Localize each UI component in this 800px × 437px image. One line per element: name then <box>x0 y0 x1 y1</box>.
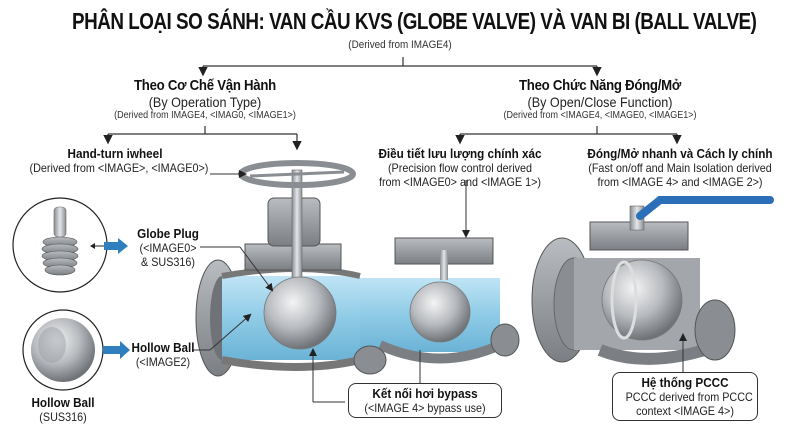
globe-valve-illustration <box>195 160 361 377</box>
node-handwheel-title: Hand-turn iwheel <box>67 146 163 161</box>
branch-operation-subtitle: (By Operation Type) <box>148 94 262 110</box>
inset-hollow-ball-title: Hollow Ball <box>31 395 95 410</box>
branch-operation-source: (Derived from IMAGE4, <IMAG0, <IMAGE1>) <box>114 110 296 121</box>
globe-plug-inset-icon <box>12 197 108 293</box>
node-handwheel-source: (Derived from <IMAGE>, <IMAGE0>) <box>29 161 209 175</box>
leader-lines <box>192 170 687 403</box>
hollow-ball-inset-icon <box>22 309 104 391</box>
callout-bypass-box: Kết nối hơi bypass (<IMAGE 4> bypass use… <box>348 383 502 418</box>
node-handwheel: Hand-turn iwheel (Derived from <IMAGE>, … <box>20 146 210 175</box>
node-isolation-title: Đóng/Mở nhanh và Cách ly chính <box>587 146 773 161</box>
node-precision-line2: from <IMAGE0> and <IMAGE 1>) <box>378 175 542 189</box>
callout-hollow-ball-title: Hollow Ball <box>131 340 195 355</box>
callout-globe-plug-line2: & SUS316) <box>140 255 196 269</box>
callout-pccc-title: Hệ thống PCCC <box>641 375 729 390</box>
branch-operation-title: Theo Cơ Chế Vận Hành <box>133 77 276 94</box>
node-fast-isolation: Đóng/Mở nhanh và Cách ly chính (Fast on/… <box>570 146 790 189</box>
callout-pccc-box: Hệ thống PCCC PCCC derived from PCCC con… <box>612 372 758 421</box>
callout-bypass-line1: (<IMAGE 4> bypass use) <box>364 401 486 415</box>
node-precision-title: Điều tiết lưu lượng chính xác <box>378 146 542 161</box>
node-precision-control: Điều tiết lưu lượng chính xác (Precision… <box>360 146 560 189</box>
node-isolation-line2: from <IMAGE 4> and <IMAGE 2>) <box>597 175 763 189</box>
branch-function: Theo Chức Năng Đóng/Mở (By Open/Close Fu… <box>460 77 740 121</box>
callout-globe-plug-title: Globe Plug <box>137 226 199 241</box>
callout-pccc-line1: PCCC derived from PCCC <box>625 390 753 404</box>
callout-hollow-ball: Hollow Ball (<IMAGE2) <box>128 340 198 369</box>
callout-globe-plug: Globe Plug (<IMAGE0> & SUS316) <box>128 226 208 269</box>
callout-globe-plug-line1: (<IMAGE0> <box>139 241 197 255</box>
branch-function-subtitle: (By Open/Close Function) <box>527 94 673 110</box>
tree-connectors <box>103 57 682 151</box>
blue-arrows <box>90 238 130 359</box>
branch-function-title: Theo Chức Năng Đóng/Mở <box>518 77 682 94</box>
callout-bypass-title: Kết nối hơi bypass <box>372 386 478 401</box>
node-isolation-line1: (Fast on/off and Main Isolation derived <box>588 161 772 175</box>
callout-pccc-line2: context <IMAGE 4>) <box>636 404 734 418</box>
page-subtitle: (Derived from IMAGE4) <box>348 39 452 51</box>
branch-operation: Theo Cơ Chế Vận Hành (By Operation Type)… <box>80 77 330 121</box>
node-precision-line1: (Precision flow control derived <box>387 161 533 175</box>
page-title: PHÂN LOẠI SO SÁNH: VAN CẦU KVS (GLOBE VA… <box>72 8 757 34</box>
callout-hollow-ball-line1: (<IMAGE2) <box>135 355 191 369</box>
inset-hollow-ball-line1: (SUS316) <box>39 410 87 424</box>
bypass-valve-illustration <box>353 237 520 375</box>
ball-valve-illustration <box>531 196 774 365</box>
inset-hollow-ball-caption: Hollow Ball (SUS316) <box>18 395 108 424</box>
branch-function-source: (Derived from <IMAGE4, <IMAGE0, <IMAGE1>… <box>503 110 697 121</box>
